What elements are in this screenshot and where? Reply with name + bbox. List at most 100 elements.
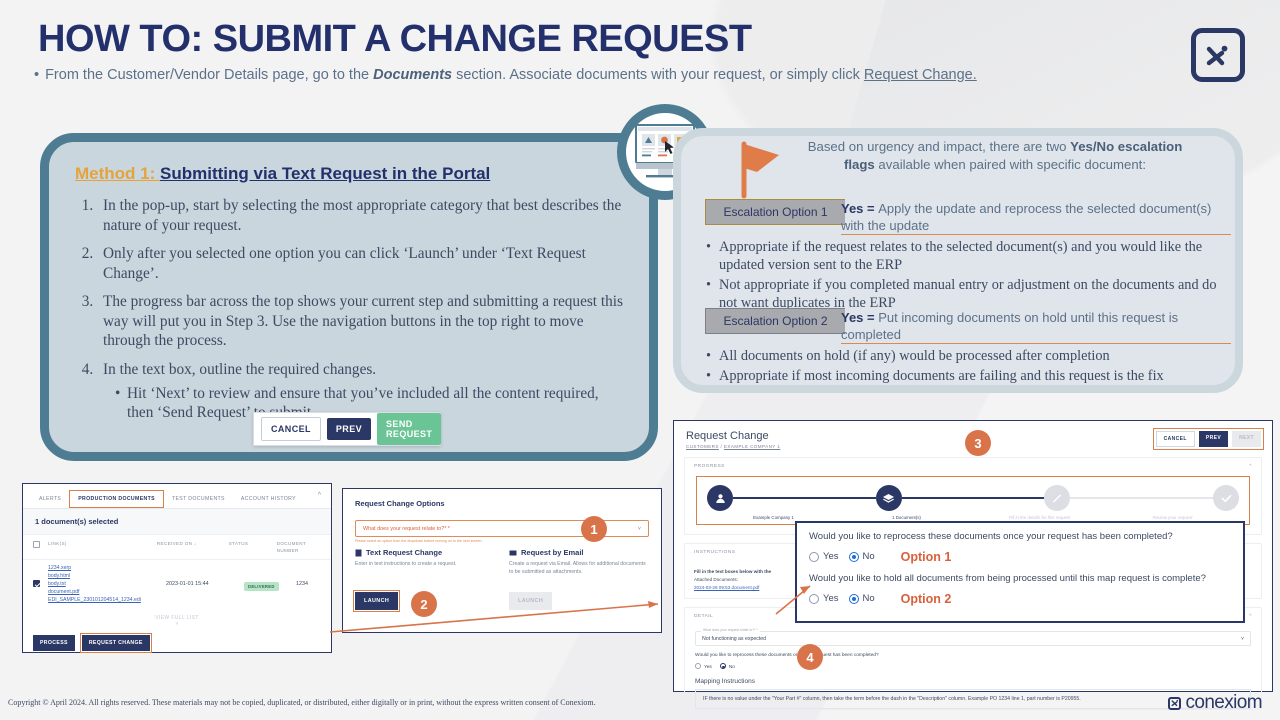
conexiom-footer-logo: conexiom (1168, 692, 1263, 714)
callout-2-no-label: No (862, 593, 875, 605)
header-bullet-link[interactable]: Request Change. (863, 67, 977, 83)
progress-node-documents[interactable] (875, 485, 902, 511)
progress-label: PROGRESS (694, 464, 725, 469)
chevron-up-icon[interactable]: ^ (1249, 614, 1252, 620)
callout-question-1: Would you like to reprocess these docume… (809, 531, 1173, 542)
progress-node-company[interactable] (707, 485, 733, 511)
tab-alerts[interactable]: ALERTS (39, 496, 62, 502)
document-icon (355, 549, 362, 556)
chevron-up-icon[interactable]: ^ (317, 492, 321, 499)
progress-node-review[interactable] (1213, 485, 1240, 511)
rc-next-button: NEXT (1232, 431, 1261, 447)
send-request-button[interactable]: SEND REQUEST (377, 413, 442, 445)
mapping-instructions-input[interactable]: IF there is no value under the "Your Par… (695, 689, 1251, 710)
option-2-label: Option 2 (900, 591, 952, 606)
radio-yes-icon[interactable] (809, 593, 819, 604)
select-value: What does your request relate to?* * (363, 525, 450, 532)
connector-arrow-1 (329, 601, 659, 633)
orange-flag-icon (735, 140, 785, 207)
callout-2-yes-label: Yes (823, 593, 839, 605)
attached-documents-label: Attached Documents: (694, 576, 738, 582)
detail-radio-yes[interactable]: Yes (695, 663, 712, 670)
copyright-text: Copyright © April 2024. All rights reser… (8, 698, 596, 707)
breadcrumb-root[interactable]: CUSTOMERS (686, 444, 719, 449)
rc-prev-button[interactable]: PREV (1198, 431, 1229, 447)
dialog-title: Request Change Options (355, 499, 445, 508)
conexiom-x-mark-icon (1168, 696, 1182, 710)
text-request-heading-label: Text Request Change (366, 548, 443, 557)
chevron-down-icon[interactable]: ˅ (1240, 635, 1244, 642)
launch-left-col: LAUNCH (352, 589, 495, 613)
check-icon (1221, 494, 1231, 502)
link-item[interactable]: document.pdf (48, 588, 80, 595)
badge-3: 3 (965, 430, 991, 456)
progress-labels: Example Company 1 1 Document(s) Fill in … (707, 515, 1239, 520)
escalation-option-1-bullets: Appropriate if the request relates to th… (706, 238, 1234, 314)
link-item[interactable]: 1234.xerp (48, 564, 72, 571)
callout-2-no[interactable]: No (848, 593, 875, 605)
radio-no-icon[interactable] (848, 593, 859, 604)
escalation-option-2-text: Put incoming documents on hold until thi… (841, 310, 1179, 343)
chevron-down-icon[interactable]: ˅ (175, 621, 179, 628)
column-received-on-label: RECEIVED ON (156, 541, 193, 546)
radio-no-icon[interactable] (848, 551, 859, 562)
select-all-checkbox[interactable] (33, 541, 40, 548)
prev-button[interactable]: PREV (326, 418, 372, 440)
header-bullet: •From the Customer/Vendor Details page, … (34, 65, 1184, 87)
detail-request-relates-to-field[interactable]: What does your request relate to?* * Not… (695, 628, 1251, 647)
tab-account-history[interactable]: ACCOUNT HISTORY (240, 496, 296, 502)
column-received-on[interactable]: RECEIVED ON ↓ (156, 541, 197, 546)
method-steps-list: In the pop-up, start by selecting the mo… (97, 196, 623, 423)
process-button[interactable]: PROCESS (33, 635, 75, 652)
detail-radio-yes-label: Yes (704, 665, 712, 671)
callout-1-no[interactable]: No (848, 551, 875, 562)
request-change-title: Request Change (686, 430, 769, 442)
attached-document-link[interactable]: 2024-03-26 09:53 document.pdf (694, 584, 760, 590)
progress-node-details[interactable] (1044, 485, 1071, 511)
view-full-list-link[interactable]: VIEW FULL LIST˅ (23, 608, 331, 629)
escalation-option-1-description: Yes = Apply the update and reprocess the… (841, 200, 1231, 234)
link-item[interactable]: EDI_SAMPLE_230101204514_1234.edi (48, 597, 141, 604)
callout-question-2: Would you like to hold all documents fro… (809, 572, 1206, 584)
progress-label-documents: 1 Document(s) (892, 515, 921, 520)
chevron-up-icon[interactable]: ^ (1249, 464, 1252, 469)
link-item[interactable]: body.txt (48, 580, 66, 587)
x-glyph-icon (1171, 699, 1179, 707)
radio-yes-icon[interactable] (695, 663, 701, 670)
detail-radio-no[interactable]: No (719, 663, 735, 670)
x-glyph-icon (1206, 45, 1228, 66)
status-badge: DELIVERED (244, 581, 279, 591)
launch-right-col: LAUNCH (509, 589, 649, 610)
production-documents-screenshot: ALERTS PRODUCTION DOCUMENTS TEST DOCUMEN… (22, 483, 332, 654)
breadcrumb-leaf[interactable]: EXAMPLE COMPANY 1 (723, 444, 781, 449)
link-item[interactable]: body.html (48, 572, 71, 579)
cancel-button[interactable]: CANCEL (261, 417, 321, 441)
escalation-questions-callout: Would you like to reprocess these docume… (795, 521, 1245, 623)
step-item: The progress bar across the top shows yo… (97, 292, 623, 351)
bullet-dot: • (34, 67, 40, 83)
escalation-option-2-description: Yes = Put incoming documents on hold unt… (841, 309, 1231, 343)
method-label: Method 1: (75, 164, 160, 183)
escalation-intro-post: available when paired with specific docu… (874, 156, 1146, 172)
tab-production-documents[interactable]: PRODUCTION DOCUMENTS (69, 490, 164, 508)
callout-1-yes[interactable]: Yes (809, 551, 839, 562)
radio-yes-icon[interactable] (809, 551, 819, 562)
step-item-text: In the text box, outline the required ch… (103, 361, 377, 379)
rc-cancel-button[interactable]: CANCEL (1155, 431, 1195, 447)
request-relates-to-select[interactable]: What does your request relate to?* * ˅ (355, 520, 649, 537)
table-row[interactable]: 1234.xerp body.html body.txt document.pd… (23, 558, 331, 608)
launch-buttons-row: LAUNCH LAUNCH (343, 577, 661, 613)
escalation-intro-pre: Based on urgency and impact, there are t… (807, 139, 1071, 154)
row-checkbox[interactable] (33, 580, 40, 588)
callout-2-yes[interactable]: Yes (809, 593, 839, 604)
launch-text-request-button[interactable]: LAUNCH (352, 589, 401, 613)
tab-test-documents[interactable]: TEST DOCUMENTS (171, 496, 225, 502)
escalation-divider-1 (841, 234, 1231, 235)
radio-no-icon[interactable] (719, 663, 726, 670)
escalation-bullet: Appropriate if most incoming documents a… (706, 367, 1234, 385)
header-bullet-mid: section. Associate documents with your r… (452, 67, 864, 83)
chevron-down-icon[interactable]: ˅ (637, 525, 641, 532)
request-change-options-dialog: Request Change Options What does your re… (342, 488, 662, 633)
request-change-button[interactable]: REQUEST CHANGE (79, 632, 153, 654)
row-document-number: 1234 (296, 580, 308, 587)
